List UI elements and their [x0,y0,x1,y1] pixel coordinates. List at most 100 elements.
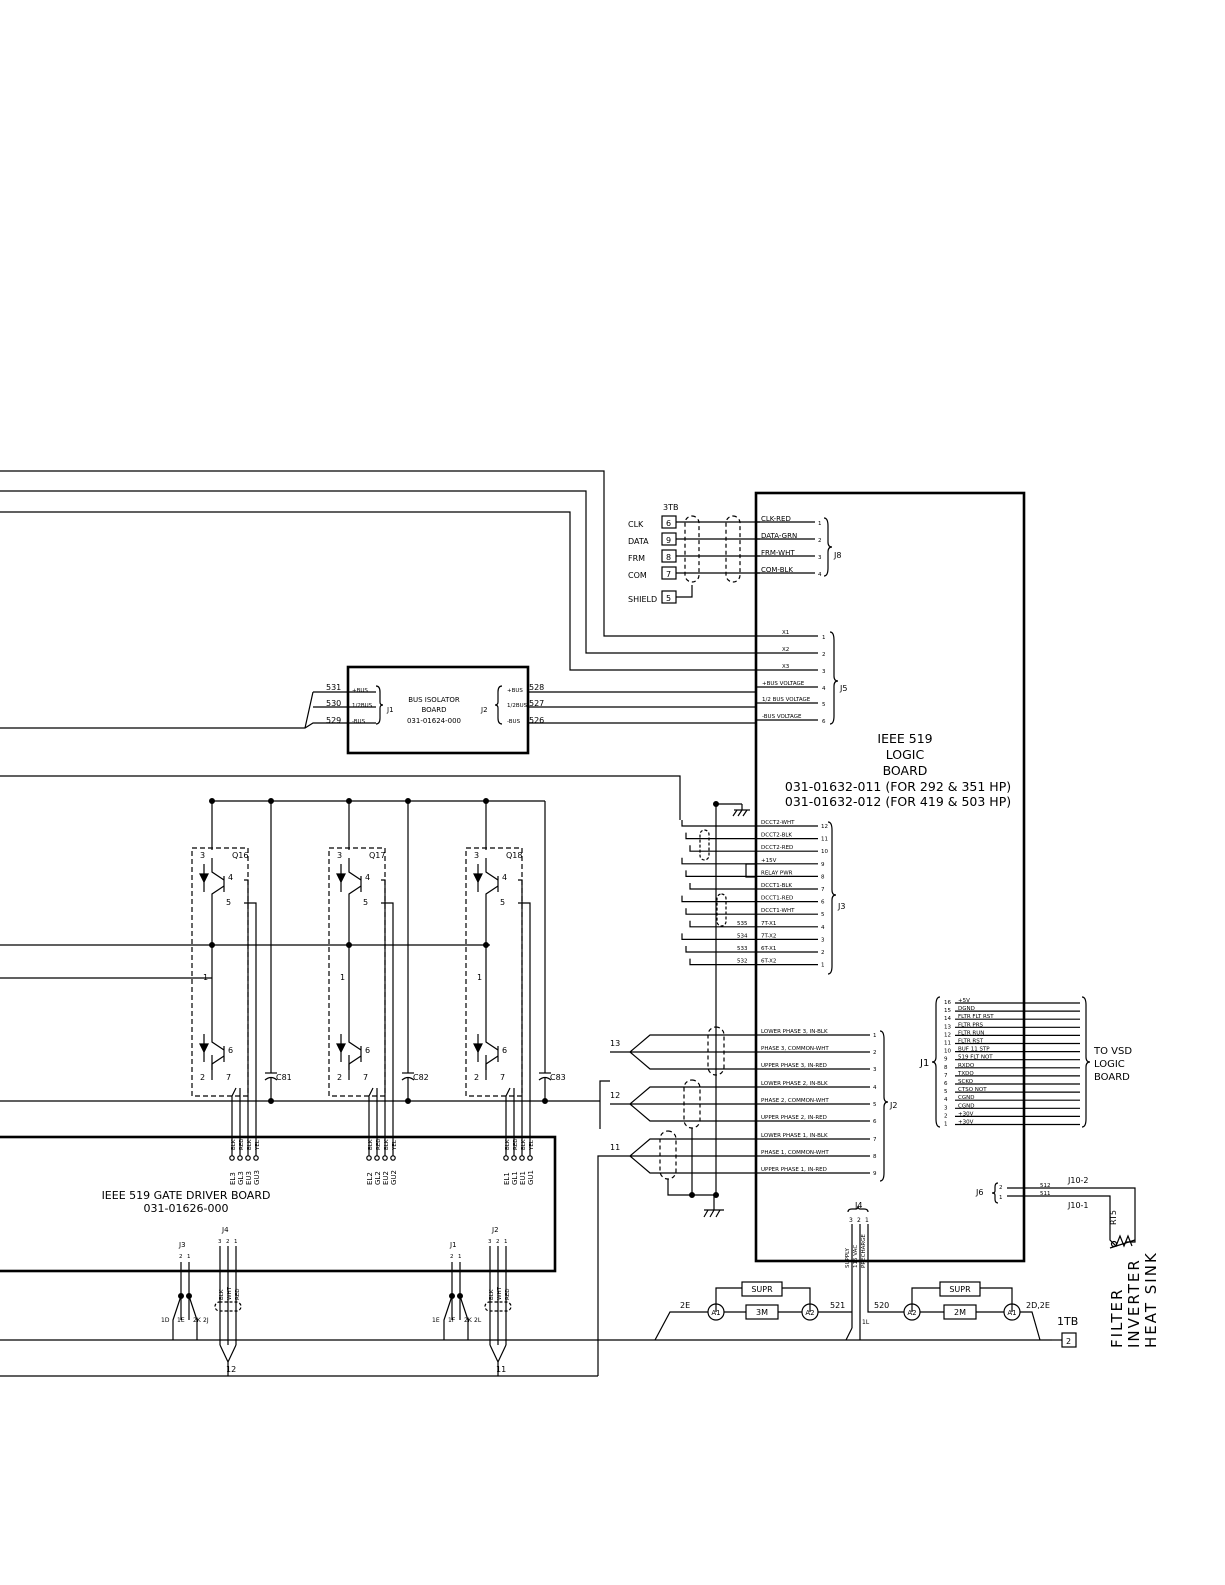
j3-pin-label: RELAY PWR [761,870,793,876]
igbt-upper [348,885,362,900]
svg-text:1: 1 [999,1195,1003,1201]
svg-text:A2: A2 [805,1309,814,1317]
igbt-pin: 6 [365,1046,370,1055]
j3-pin-number: 10 [821,849,828,855]
j1-destination: LOGIC [1094,1059,1125,1070]
j1-pin-number: 7 [944,1073,948,1079]
svg-text:1/2BUS: 1/2BUS [352,703,373,709]
gate-color: RED [376,1138,382,1150]
igbt-pin: 4 [365,873,370,882]
terminal-3tb: 3TB CLK DATA FRM COM SHIELD 6 9 8 7 5 CL… [628,503,841,604]
svg-text:8: 8 [666,553,671,562]
svg-text:PRECHARGE: PRECHARGE [861,1234,867,1268]
j3-pin-number: 5 [821,912,825,918]
gd-wire [188,1295,198,1340]
svg-text:J4: J4 [854,1201,862,1210]
svg-text:1: 1 [818,521,822,527]
svg-text:J5: J5 [839,684,847,693]
j1-pin-label: BUF 11 STP [958,1047,990,1053]
j2-pin-label: UPPER PHASE 2, IN-RED [761,1115,827,1121]
j1-destination: BOARD [1094,1072,1130,1083]
j2-pin-number: 8 [873,1154,877,1160]
j3-pin-number: 6 [821,900,825,906]
j3-pin-label: +15V [761,858,777,864]
igbt-pin: 4 [502,873,507,882]
svg-text:6: 6 [666,519,671,528]
j3-shield-b [716,893,727,927]
j1-pin-label: 519 FLT NOT [958,1055,993,1061]
svg-text:SHIELD: SHIELD [628,595,657,604]
gd-pin: 1 [234,1239,238,1245]
svg-text:1/2BUS: 1/2BUS [507,703,528,709]
j1-pin-label: +5V [958,998,970,1004]
j1-pin-label: RXDO [958,1063,975,1069]
gate-name: GL2 [374,1171,382,1185]
svg-text:511: 511 [1040,1191,1051,1197]
svg-text:A1: A1 [1007,1309,1016,1317]
svg-text:2E: 2E [680,1301,690,1310]
svg-text:2: 2 [818,538,822,544]
j2-pin-number: 9 [873,1171,877,1177]
gate-lead [381,879,386,1156]
j1-destination: TO VSD [1093,1046,1132,1057]
j3-wire-number: 535 [737,921,748,927]
igbt-pin: 1 [340,973,345,982]
gate-name: GU1 [527,1170,535,1185]
igbt-upper [348,858,362,881]
igbt-pin: 7 [500,1073,505,1082]
svg-text:4: 4 [822,686,826,692]
j1-pin-number: 1 [944,1122,948,1128]
j3-wire-number: 534 [737,933,748,939]
svg-text:IEEE 519 GATE DRIVER BOARD: IEEE 519 GATE DRIVER BOARD [102,1189,271,1202]
gd-wire-label: 1E [432,1317,440,1324]
j2-shield [659,1130,677,1180]
j2-bracket [879,1030,889,1182]
igbt-upper [485,858,499,881]
svg-text:J2: J2 [480,706,488,714]
j2-group-label: 13 [610,1039,620,1048]
j1-pin-number: 5 [944,1089,948,1095]
j2-pin-label: LOWER PHASE 2, IN-BLK [761,1081,828,1087]
j2-pin-number: 2 [873,1050,877,1056]
j1-pin-label: SCKO [958,1079,974,1085]
j1-pin-number: 14 [944,1016,951,1022]
svg-text:9: 9 [666,536,671,545]
j3-pin-number: 7 [821,887,825,893]
gate-terminal [503,1155,509,1161]
j2-pin-number: 7 [873,1137,877,1143]
gate-lead [518,879,523,1156]
svg-text:CLK-RED: CLK-RED [761,515,791,523]
svg-text:COM: COM [628,571,647,580]
svg-text:X2: X2 [782,647,789,653]
gate-color: YEL [392,1139,398,1151]
j3-wire [685,908,756,915]
cap-plate [538,1076,552,1081]
gd-twist [489,1344,507,1364]
svg-text:HEAT SINK: HEAT SINK [1142,1251,1160,1348]
igbt-upper [485,885,499,900]
svg-text:RT5: RT5 [1109,1210,1118,1225]
gate-terminal [519,1155,525,1161]
svg-text:BOARD: BOARD [421,706,446,714]
j3-pin-number: 1 [821,963,825,969]
gd-conn-label: J3 [178,1241,186,1249]
twisted-wire [629,1051,756,1070]
gd-wire [172,1295,182,1340]
gd-wire-color: BLK [489,1289,495,1300]
j1-pin-label: FLTR RUN [958,1030,984,1036]
cap-node [268,1097,275,1104]
igbt-upper [211,885,225,900]
svg-text:J1: J1 [386,706,394,714]
gate-color: RED [239,1138,245,1150]
gate-name: EU2 [382,1171,390,1185]
gate-lead [244,902,257,1156]
j3-bracket [827,821,837,975]
gd-wire-label: 1F [448,1317,456,1324]
svg-text:A1: A1 [711,1309,720,1317]
twisted-wire [610,1034,756,1053]
svg-text:528: 528 [529,683,544,692]
gate-color: BLK [384,1139,390,1150]
